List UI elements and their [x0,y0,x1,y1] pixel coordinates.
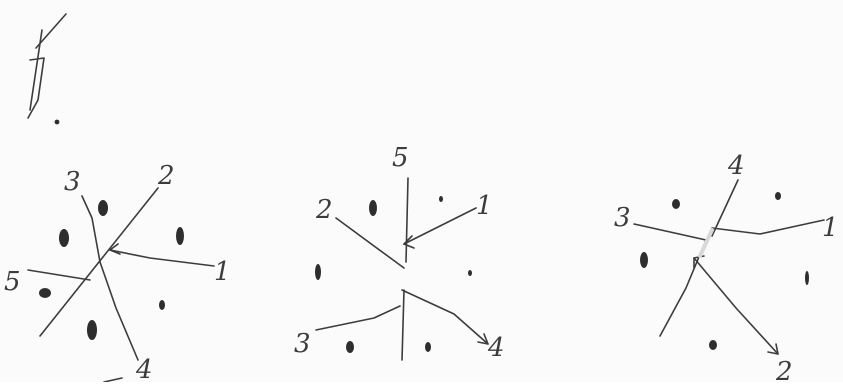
dot [87,320,97,340]
dot [425,342,431,352]
dot [439,196,443,202]
dot [640,252,648,268]
heading: 5. [20,14,66,124]
dot [98,200,108,216]
line-1 [404,208,476,244]
dot [709,340,717,350]
label-3: 3 [614,203,631,233]
dot [59,229,69,247]
line-4 [712,180,738,236]
label-2: 2 [315,195,333,225]
line-3 [316,306,400,330]
line-5 [28,270,90,280]
label-5: 5 [4,267,21,297]
label-1: 1 [214,257,231,287]
dot [346,341,354,353]
dot [176,227,184,245]
label-5: 5 [392,143,409,173]
dot [805,271,809,285]
dot [468,270,472,276]
line-3 [82,196,100,262]
label-4: 4 [135,355,153,382]
line-vertical-top [406,178,408,262]
dot [39,288,51,298]
heading-period [55,120,60,125]
line-3 [634,224,706,240]
label-2: 2 [775,357,793,382]
label-3: 3 [64,167,81,197]
line-4 [402,290,488,344]
label-4: 4 [487,333,505,363]
dot [672,199,680,209]
line-2 [694,258,778,354]
dot [315,264,321,280]
diagram-middle: 5 2 1 3 4 [294,143,505,363]
label-3: 3 [294,329,311,359]
line-4 [100,262,138,360]
label-2: 2 [157,161,175,191]
label-1: 1 [476,191,493,221]
label-1: 1 [822,213,839,243]
label-4: 4 [727,151,745,181]
diagram-right: 3 4 1 2 [614,151,839,382]
label-4-stroke [104,378,122,382]
dot [775,192,781,200]
dot [159,300,165,310]
line-vertical-bottom [402,290,404,360]
dot [369,200,377,216]
line-1 [712,220,824,234]
faint-shade [700,230,712,256]
diagram-left: 3 2 5 1 4 [4,161,231,382]
line-1 [110,250,214,266]
line-2 [336,218,404,268]
